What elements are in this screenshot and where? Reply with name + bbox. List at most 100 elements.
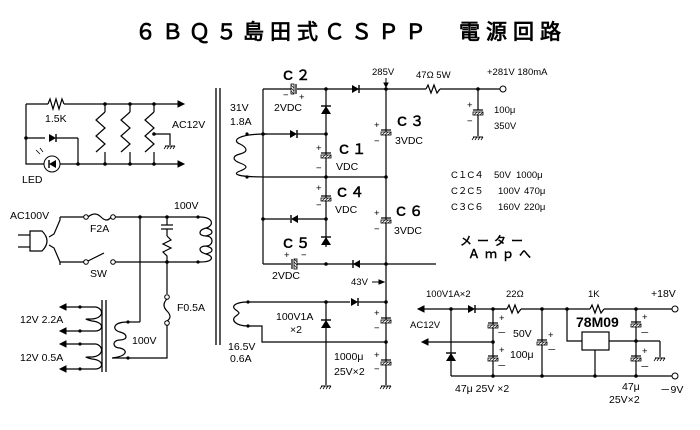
svg-text:−: − xyxy=(301,250,307,261)
node-43v-label: 43V xyxy=(351,277,369,288)
fuse-icon xyxy=(87,213,112,221)
svg-text:－: － xyxy=(640,362,650,373)
svg-text:−: − xyxy=(316,200,322,211)
svg-text:470μ: 470μ xyxy=(524,186,545,197)
hv-winding-voltage: 31V xyxy=(230,102,249,114)
capacitor-table-row: C１C４ 50V 1000μ xyxy=(451,170,543,181)
hv-winding-current: 1.8A xyxy=(230,116,252,128)
heater-section: 1.5K LED xyxy=(22,96,205,186)
svg-text:+: + xyxy=(316,183,322,194)
capacitor-table-row: C２C５ 100V 470μ xyxy=(451,186,545,197)
meter-note-line1: メーター xyxy=(460,234,528,248)
reg-cap-value: 100μ xyxy=(510,349,534,361)
svg-text:−: − xyxy=(283,90,289,101)
c3-label: C３ xyxy=(397,113,427,129)
c3-rating: 3VDC xyxy=(395,135,423,147)
node-285v-label: 285V xyxy=(372,67,395,78)
svg-text:−: − xyxy=(467,116,473,127)
ground-icon xyxy=(653,357,666,362)
reg-output-caps-rating: 25V×2 xyxy=(609,394,640,406)
c1-rating: VDC xyxy=(336,161,359,173)
svg-text:−: − xyxy=(316,163,322,174)
regulator-label: 78M09 xyxy=(576,314,619,330)
svg-text:－: － xyxy=(497,328,507,339)
output-terminal-icon xyxy=(499,85,507,93)
c1-label: C１ xyxy=(339,141,369,157)
resistor-1k-label: 1K xyxy=(588,289,600,300)
resistor-47-label: 47Ω 5W xyxy=(416,70,451,81)
svg-text:+: + xyxy=(374,350,380,361)
svg-text:+: + xyxy=(374,308,380,319)
heater-filaments xyxy=(95,102,176,166)
c5-rating: 2VDC xyxy=(272,270,300,282)
regulator-section: 100V1A×2 AC12V + － + － 50V 100μ 47μ 25V … xyxy=(410,288,683,406)
svg-text:+: + xyxy=(374,208,380,219)
svg-text:−: − xyxy=(374,224,380,235)
aux-output-1-label: 12V 2.2A xyxy=(20,314,63,326)
svg-text:+: + xyxy=(316,143,322,154)
fuse-f05a-label: F0.5A xyxy=(177,302,205,314)
svg-text:C３C６: C３C６ xyxy=(451,202,484,213)
schematic-title: ６ＢＱ５島田式ＣＳＰＰ 電源回路 xyxy=(135,19,567,44)
diode-icon xyxy=(350,297,359,307)
reg-output-caps-value: 47μ xyxy=(622,381,640,393)
c2-label: C２ xyxy=(283,67,313,83)
c2-rating: 2VDC xyxy=(274,102,302,114)
power-plug-icon xyxy=(18,217,61,265)
fuse-f2a-label: F2A xyxy=(90,223,109,235)
svg-text:100V: 100V xyxy=(498,186,521,197)
svg-text:+: + xyxy=(299,92,305,103)
bias-winding-current: 0.6A xyxy=(230,353,252,365)
hv-section: 31V 1.8A C２ − + 2VDC xyxy=(230,67,548,288)
aux-output-2-label: 12V 0.5A xyxy=(20,352,63,364)
c6-rating: 3VDC xyxy=(394,225,422,237)
svg-text:+: + xyxy=(284,250,290,261)
c4-rating: VDC xyxy=(335,204,358,216)
svg-text:−: − xyxy=(374,323,380,334)
capacitor-table: C１C４ 50V 1000μ C２C５ 100V 470μ C３C６ 160V … xyxy=(451,170,545,213)
diode-icon xyxy=(467,304,476,314)
primary-winding-icon xyxy=(199,216,213,263)
c5-capacitor-icon xyxy=(291,258,298,270)
svg-text:1000μ: 1000μ xyxy=(516,170,543,181)
svg-text:−: − xyxy=(374,364,380,375)
c4-label: C４ xyxy=(337,184,367,200)
svg-text:+: + xyxy=(499,313,505,324)
positive-output-label: +18V xyxy=(651,288,676,300)
diode-icon xyxy=(48,133,57,143)
diode-icon xyxy=(445,352,457,362)
svg-text:50V: 50V xyxy=(494,170,512,181)
svg-text:－: － xyxy=(640,328,650,339)
c6-label: C６ xyxy=(396,203,426,219)
led-label: LED xyxy=(22,174,43,186)
svg-text:−: − xyxy=(374,136,380,147)
bias-diode-qty: ×2 xyxy=(290,324,302,336)
svg-text:+: + xyxy=(642,312,648,323)
resistor-1-5k-icon xyxy=(47,96,65,112)
diode-icon xyxy=(289,129,298,139)
diode-icon xyxy=(351,84,360,94)
svg-text:+: + xyxy=(374,120,380,131)
meter-note-line2: Ａｍｐへ xyxy=(468,247,536,262)
hv-output-label: +281V 180mA xyxy=(487,67,548,78)
heater-supply-label: AC12V xyxy=(172,119,205,131)
resistor-label: 1.5K xyxy=(45,113,67,125)
fuse-icon xyxy=(163,298,171,322)
ground-icon xyxy=(319,385,332,390)
svg-text:C１C４: C１C４ xyxy=(451,170,484,181)
reg-input-caps-label: 47μ 25V ×2 xyxy=(455,383,509,395)
bias-diode-label: 100V1A xyxy=(276,311,313,323)
filter-cap-value: 100μ xyxy=(494,105,515,116)
bias-winding-voltage: 16.5V xyxy=(228,341,255,353)
bias-cap-value: 1000μ xyxy=(334,351,363,363)
mains-section: AC100V F2A SW xyxy=(10,200,213,359)
arrow-icon xyxy=(177,100,186,108)
diode-icon xyxy=(320,236,332,246)
diode-icon xyxy=(352,259,361,269)
ground-icon xyxy=(379,385,392,390)
negative-output-terminal-icon xyxy=(671,372,679,380)
reg-diode-label: 100V1A×2 xyxy=(426,289,471,300)
regulator-78m09-icon xyxy=(581,331,610,351)
svg-text:+: + xyxy=(642,346,648,357)
